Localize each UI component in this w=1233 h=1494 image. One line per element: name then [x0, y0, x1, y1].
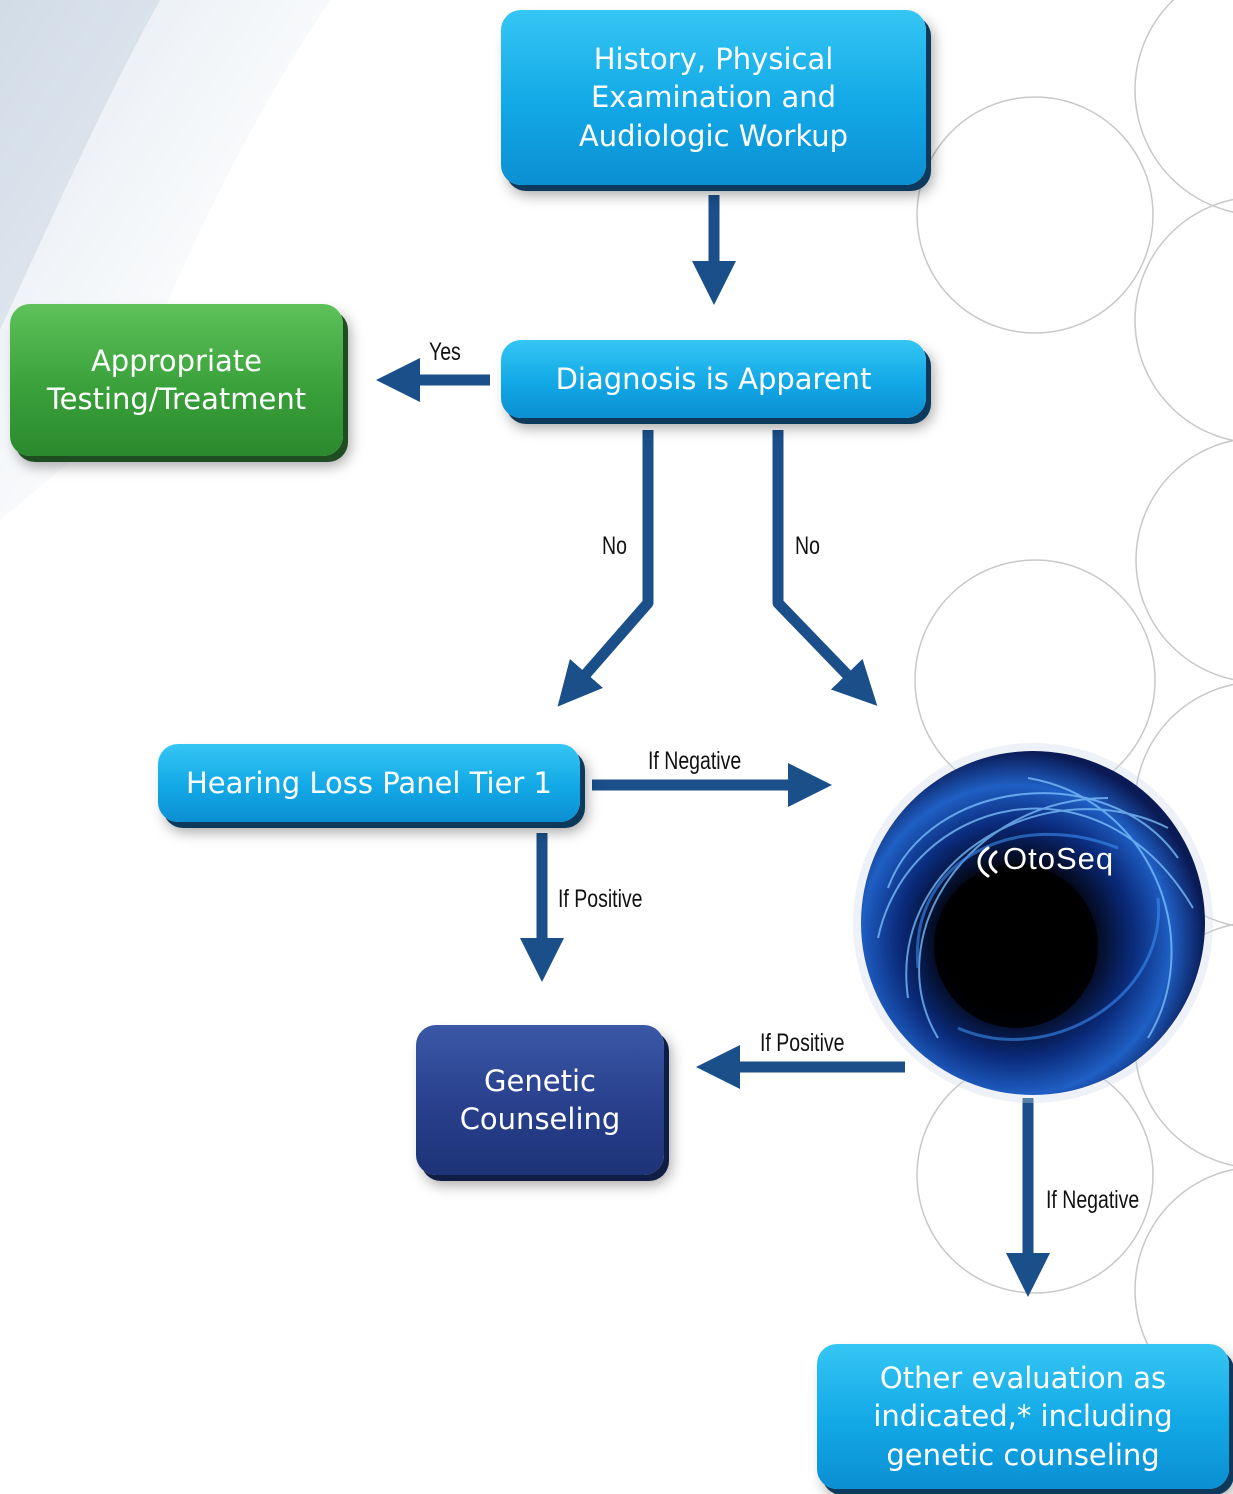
- node-diagnosis-label: Diagnosis is Apparent: [555, 361, 872, 396]
- node-genetic-counseling-label: Genetic Counseling: [459, 1063, 621, 1136]
- edge-label-if-positive-tier1: If Positive: [558, 885, 643, 913]
- node-appropriate-testing: Appropriate Testing/Treatment: [10, 304, 343, 456]
- node-history-label: History, Physical Examination and Audiol…: [578, 42, 849, 153]
- node-appropriate-testing-label: Appropriate Testing/Treatment: [46, 343, 307, 416]
- node-history: History, Physical Examination and Audiol…: [501, 10, 926, 185]
- node-other-evaluation-label: Other evaluation as indicated,* includin…: [873, 1361, 1173, 1472]
- arrow-diagnosis-to-otoseq: [772, 430, 878, 706]
- edge-label-if-negative-otoseq: If Negative: [1046, 1186, 1140, 1214]
- otoseq-orb: [853, 743, 1213, 1103]
- node-diagnosis: Diagnosis is Apparent: [501, 340, 926, 418]
- edge-label-yes: Yes: [429, 338, 461, 366]
- otoseq-wordmark: OtoSeq: [1003, 841, 1115, 876]
- sound-waves-icon: [977, 846, 998, 878]
- edge-label-if-negative-tier1: If Negative: [648, 747, 742, 775]
- node-other-evaluation: Other evaluation as indicated,* includin…: [817, 1344, 1229, 1489]
- arrow-diagnosis-to-tier1: [557, 430, 654, 707]
- edge-label-no-right: No: [795, 532, 820, 560]
- edge-label-no-left: No: [602, 532, 627, 560]
- node-tier1-panel: Hearing Loss Panel Tier 1: [158, 744, 580, 822]
- node-genetic-counseling: Genetic Counseling: [416, 1025, 664, 1175]
- otoseq-logo: OtoSeq: [848, 738, 1218, 1108]
- edge-label-if-positive-otoseq: If Positive: [760, 1029, 845, 1057]
- node-tier1-panel-label: Hearing Loss Panel Tier 1: [186, 765, 552, 800]
